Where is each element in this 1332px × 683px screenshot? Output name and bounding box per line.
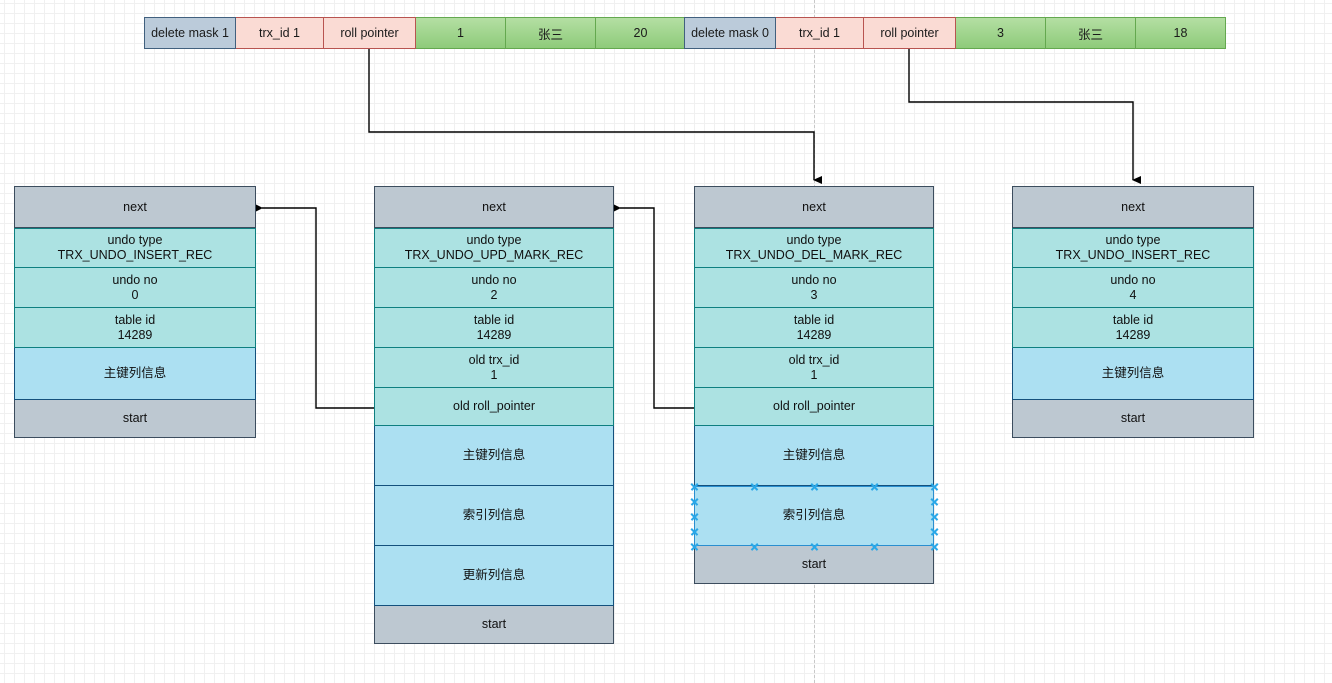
record-cell-value[interactable]: 张三 xyxy=(1046,17,1136,49)
undo-field-value: 1 xyxy=(490,367,498,382)
undo-field-title: next xyxy=(1121,199,1145,214)
undo-field-5[interactable]: old roll_pointer xyxy=(374,388,614,426)
undo-field-value: 1 xyxy=(810,367,818,382)
undo-field-4[interactable]: 主键列信息 xyxy=(1012,348,1254,400)
undo-field-title: 索引列信息 xyxy=(782,508,846,522)
undo-field-title: undo type xyxy=(786,233,842,247)
undo-field-title: 主键列信息 xyxy=(1101,366,1165,380)
undo-field-6[interactable]: 主键列信息 xyxy=(374,426,614,486)
undo-field-title: old roll_pointer xyxy=(773,399,855,413)
undo-field-value: 14289 xyxy=(1115,327,1151,342)
undo-field-title: undo no xyxy=(1110,272,1156,287)
record-cell-trx[interactable]: trx_id 1 xyxy=(776,17,864,49)
undo-field-5[interactable]: start xyxy=(1012,400,1254,438)
undo-field-4[interactable]: 主键列信息 xyxy=(14,348,256,400)
undo-field-5[interactable]: start xyxy=(14,400,256,438)
undo-field-value: TRX_UNDO_UPD_MARK_REC xyxy=(404,248,584,262)
undo-field-value: TRX_UNDO_INSERT_REC xyxy=(1055,248,1211,262)
undo-field-5[interactable]: old roll_pointer xyxy=(694,388,934,426)
record-cell-value[interactable]: 3 xyxy=(956,17,1046,49)
undo-field-title: start xyxy=(481,617,507,631)
undo-field-0[interactable]: next xyxy=(1012,186,1254,228)
record-cell-trx[interactable]: trx_id 1 xyxy=(236,17,324,49)
undo-field-9[interactable]: start xyxy=(374,606,614,644)
undo-field-title: start xyxy=(122,411,148,425)
undo-field-value: 0 xyxy=(131,287,139,302)
undo-field-title: next xyxy=(123,199,147,214)
undo-field-value: 14289 xyxy=(476,327,512,342)
undo-field-title: table id xyxy=(114,312,156,327)
undo-field-title: next xyxy=(482,199,506,214)
undo-field-title: next xyxy=(802,199,826,214)
undo-field-title: 主键列信息 xyxy=(462,448,526,462)
undo-field-title: start xyxy=(801,557,827,571)
undo-field-title: 索引列信息 xyxy=(462,508,526,522)
record-cell-mask[interactable]: delete mask 1 xyxy=(144,17,236,49)
undo-field-0[interactable]: next xyxy=(14,186,256,228)
undo-field-title: undo no xyxy=(471,272,517,287)
undo-field-title: old roll_pointer xyxy=(453,399,535,413)
undo-field-title: table id xyxy=(473,312,515,327)
undo-field-title: undo type xyxy=(107,233,163,247)
undo-field-value: 4 xyxy=(1129,287,1137,302)
undo-field-title: 更新列信息 xyxy=(462,568,526,582)
undo-field-8[interactable]: start xyxy=(694,546,934,584)
undo-field-value: 14289 xyxy=(117,327,153,342)
record-cell-mask[interactable]: delete mask 0 xyxy=(684,17,776,49)
record-cell-roll[interactable]: roll pointer xyxy=(324,17,416,49)
undo-field-title: 主键列信息 xyxy=(782,448,846,462)
undo-field-7[interactable]: 索引列信息 xyxy=(694,486,934,546)
undo-field-title: undo type xyxy=(466,233,522,247)
undo-field-8[interactable]: 更新列信息 xyxy=(374,546,614,606)
record-cell-roll[interactable]: roll pointer xyxy=(864,17,956,49)
undo-field-value: 3 xyxy=(810,287,818,302)
undo-field-value: TRX_UNDO_INSERT_REC xyxy=(57,248,213,262)
undo-field-title: undo no xyxy=(791,272,837,287)
undo-field-value: 2 xyxy=(490,287,498,302)
undo-field-title: table id xyxy=(1112,312,1154,327)
undo-field-title: undo no xyxy=(112,272,158,287)
record-cell-value[interactable]: 张三 xyxy=(506,17,596,49)
undo-field-title: table id xyxy=(793,312,835,327)
undo-field-value: TRX_UNDO_DEL_MARK_REC xyxy=(725,248,903,262)
undo-field-value: 14289 xyxy=(796,327,832,342)
undo-field-7[interactable]: 索引列信息 xyxy=(374,486,614,546)
undo-field-title: old trx_id xyxy=(468,352,520,367)
undo-field-6[interactable]: 主键列信息 xyxy=(694,426,934,486)
undo-field-0[interactable]: next xyxy=(694,186,934,228)
undo-field-title: 主键列信息 xyxy=(103,366,167,380)
record-cell-value[interactable]: 1 xyxy=(416,17,506,49)
record-cell-value[interactable]: 18 xyxy=(1136,17,1226,49)
undo-field-title: old trx_id xyxy=(788,352,840,367)
undo-field-title: undo type xyxy=(1105,233,1161,247)
undo-field-0[interactable]: next xyxy=(374,186,614,228)
record-cell-value[interactable]: 20 xyxy=(596,17,686,49)
undo-field-title: start xyxy=(1120,411,1146,425)
